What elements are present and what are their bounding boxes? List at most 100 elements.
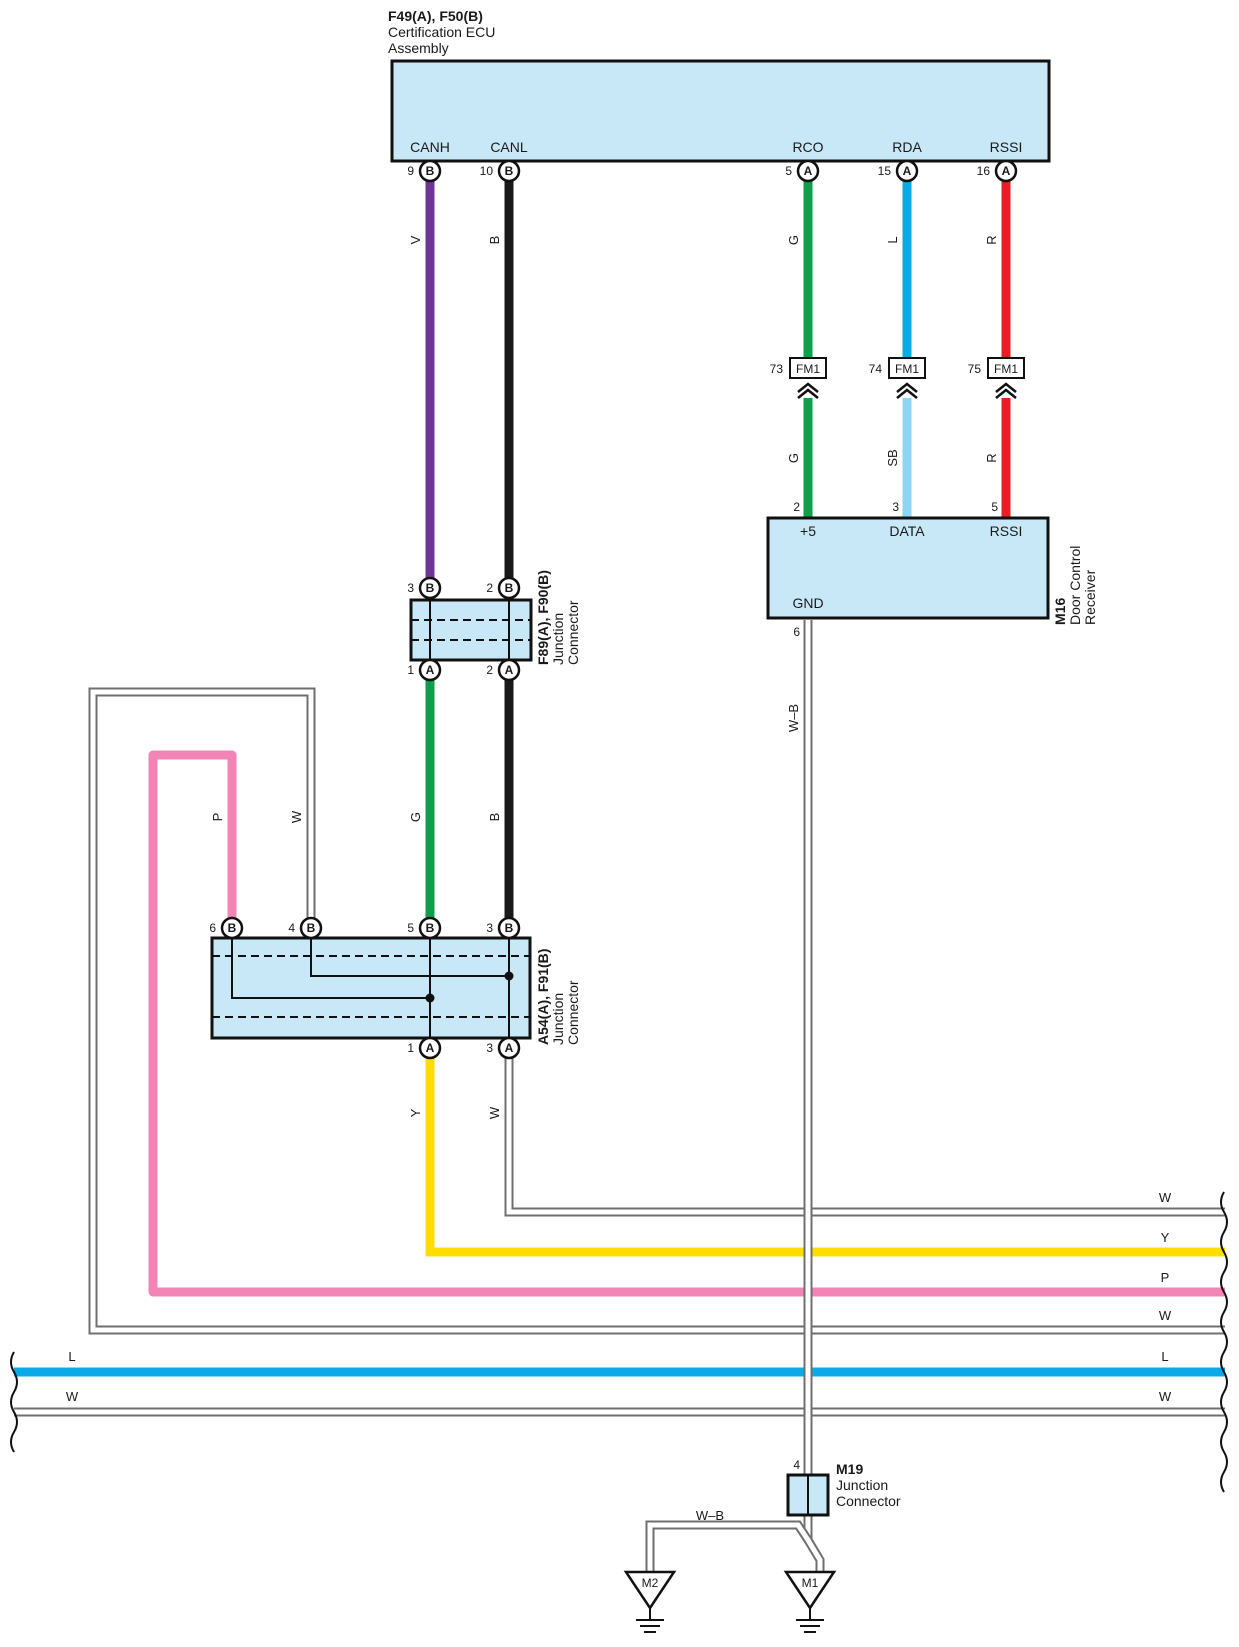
jc2-ids: A54(A), F91(B) — [535, 949, 551, 1045]
svg-text:M2: M2 — [642, 1576, 659, 1590]
jc1-pin-top-2: B 2 — [486, 576, 521, 600]
svg-text:16: 16 — [977, 164, 991, 178]
svg-text:2: 2 — [486, 581, 493, 595]
wirecode-rssi-lower: R — [984, 453, 999, 462]
m19-pin: 4 — [793, 1458, 800, 1472]
jc2-pin-top-3: B 3 — [486, 916, 521, 940]
wirecode-jc-b: B — [487, 813, 502, 822]
wire-jc2-p-loop — [148, 750, 1225, 1297]
m19-id: M19 — [836, 1461, 863, 1477]
wirecode-bus-y: Y — [1161, 1230, 1170, 1245]
svg-text:B: B — [505, 164, 514, 178]
ecu-desc-line2: Assembly — [388, 40, 449, 56]
svg-text:B: B — [426, 581, 435, 595]
svg-text:6: 6 — [209, 921, 216, 935]
svg-text:1: 1 — [407, 1041, 414, 1055]
svg-text:15: 15 — [878, 164, 892, 178]
ecu-desc-line1: Certification ECU — [388, 24, 495, 40]
wire-jc2-y — [425, 1045, 1225, 1257]
jc2-box — [210, 936, 532, 1040]
wirecode-jc2-w-out: W — [487, 1106, 502, 1119]
svg-text:B: B — [307, 921, 316, 935]
receiver-pin-rssi: 5 — [991, 500, 998, 514]
ecu-terminal-canh: CANH — [410, 139, 450, 155]
jc2-splice-1 — [425, 993, 435, 1003]
receiver-id: M16 — [1052, 598, 1068, 625]
jc2-pin-bottom-1: A 1 — [407, 1036, 442, 1060]
ecu-pin-rda: A 15 — [878, 159, 919, 183]
m19-desc-line1: Junction — [836, 1477, 888, 1493]
receiver-pin-data: 3 — [892, 500, 899, 514]
wirecode-bus-w3-right: W — [1159, 1389, 1172, 1404]
wirecode-bus-w2: W — [1159, 1308, 1172, 1323]
svg-text:5: 5 — [785, 164, 792, 178]
wirecode-rco-upper: G — [786, 235, 801, 245]
svg-text:10: 10 — [480, 164, 494, 178]
ecu-terminal-rda: RDA — [892, 139, 922, 155]
svg-text:3: 3 — [486, 921, 493, 935]
svg-text:B: B — [228, 921, 237, 935]
ecu-terminal-rssi: RSSI — [990, 139, 1023, 155]
wirecode-rssi-upper: R — [984, 235, 999, 244]
receiver-box — [766, 516, 1050, 620]
wirecode-ground-link: W–B — [696, 1508, 724, 1523]
wirecode-bus-w1: W — [1159, 1190, 1172, 1205]
jc1-pin-bottom-2: A 2 — [486, 658, 521, 682]
wirecode-rco-lower: G — [786, 453, 801, 463]
jc2-desc-line2: Connector — [565, 980, 581, 1045]
svg-text:2: 2 — [486, 663, 493, 677]
wirecode-jc-g: G — [408, 812, 423, 822]
ecu-pin-canh: B 9 — [407, 159, 442, 183]
svg-text:B: B — [505, 921, 514, 935]
jc2-pin-top-4: B 4 — [288, 916, 323, 940]
svg-text:A: A — [426, 1041, 435, 1055]
svg-text:1: 1 — [407, 663, 414, 677]
ecu-pin-rssi: A 16 — [977, 159, 1018, 183]
wirecode-jc-p: P — [210, 813, 225, 822]
wirecode-rda-lower: SB — [885, 449, 900, 466]
jc1-ids: F89(A), F90(B) — [535, 570, 551, 665]
svg-text:A: A — [426, 663, 435, 677]
bus-break-left — [10, 1351, 18, 1453]
svg-text:B: B — [426, 164, 435, 178]
jc2-pin-top-6: B 6 — [209, 916, 244, 940]
svg-text:74: 74 — [869, 362, 883, 376]
wirecode-bus-l-right: L — [1161, 1349, 1168, 1364]
svg-text:M1: M1 — [802, 1576, 819, 1590]
wirecode-bus-w3-left: W — [66, 1389, 79, 1404]
svg-text:A: A — [1002, 164, 1011, 178]
fm1-connector-75: FM1 75 — [968, 357, 1025, 399]
receiver-desc-line1: Door Control — [1067, 546, 1083, 625]
svg-text:A: A — [804, 164, 813, 178]
svg-text:3: 3 — [407, 581, 414, 595]
svg-text:A: A — [505, 663, 514, 677]
ecu-terminal-canl: CANL — [490, 139, 528, 155]
wirecode-bus-p: P — [1161, 1270, 1170, 1285]
ecu-box — [390, 59, 1051, 163]
jc2-desc-line1: Junction — [550, 993, 566, 1045]
jc1-desc-line2: Connector — [565, 600, 581, 665]
svg-text:A: A — [505, 1041, 514, 1055]
m19-desc-line2: Connector — [836, 1493, 901, 1509]
svg-text:FM1: FM1 — [895, 362, 919, 376]
svg-text:FM1: FM1 — [994, 362, 1018, 376]
ground-m1: M1 — [783, 1570, 837, 1633]
wirecode-bus-l-left: L — [68, 1349, 75, 1364]
svg-text:5: 5 — [407, 921, 414, 935]
jc2-pin-bottom-3: A 3 — [486, 1036, 521, 1060]
ecu-pin-canl: B 10 — [480, 159, 521, 183]
wirecode-rda-upper: L — [885, 236, 900, 243]
receiver-pin-5v: 2 — [793, 500, 800, 514]
svg-text:75: 75 — [968, 362, 982, 376]
receiver-terminal-5v: +5 — [800, 523, 816, 539]
svg-text:4: 4 — [288, 921, 295, 935]
svg-text:9: 9 — [407, 164, 414, 178]
fm1-connector-74: FM1 74 — [869, 357, 926, 399]
jc2-pin-top-5: B 5 — [407, 916, 442, 940]
ecu-ids: F49(A), F50(B) — [388, 8, 483, 24]
svg-text:A: A — [903, 164, 912, 178]
wirecode-jc2-y: Y — [408, 1108, 423, 1117]
svg-text:73: 73 — [770, 362, 784, 376]
wire-jc2-w-out — [504, 1045, 1225, 1217]
